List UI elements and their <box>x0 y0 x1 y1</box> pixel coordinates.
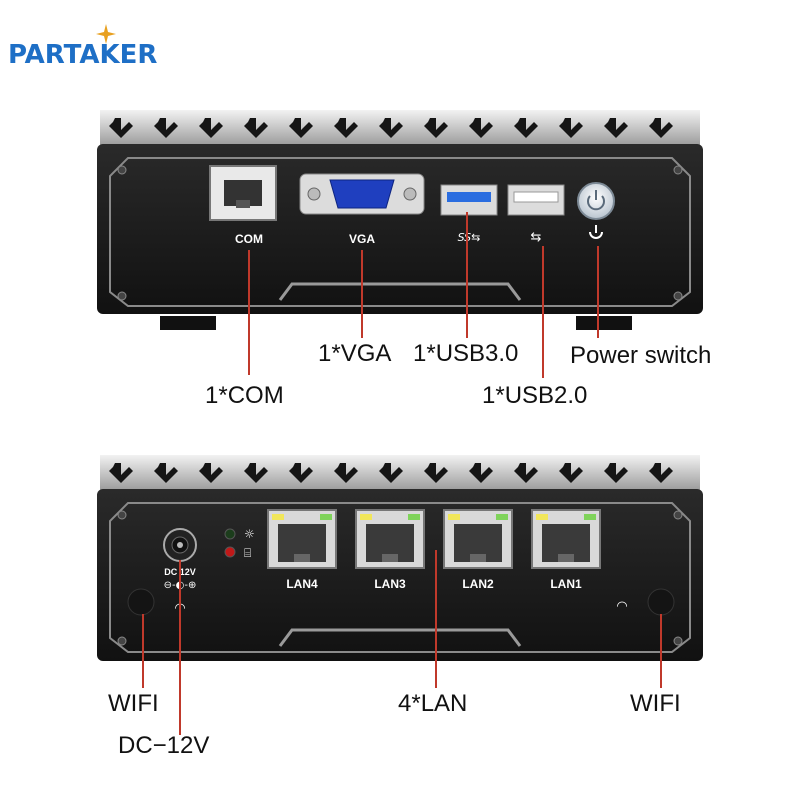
callout-wifi-left: WIFI <box>108 690 159 717</box>
power-led-icon: ☼ <box>244 527 255 541</box>
lan-led <box>536 514 548 520</box>
com-port-label: COM <box>235 232 263 246</box>
heatsink-fins <box>109 118 673 138</box>
usb2-port: ⇆ <box>507 184 565 245</box>
wifi-icon-right: ◠ <box>616 599 627 614</box>
callout-usb3: 1*USB3.0 <box>413 340 519 367</box>
lan-port: LAN4 <box>267 509 337 591</box>
usb3-port: SS⇆ <box>440 184 498 244</box>
power-icon <box>589 225 603 239</box>
lan-led <box>584 514 596 520</box>
front-panel: COM VGA SS⇆ ⇆ <box>97 110 703 378</box>
vga-port-label: VGA <box>349 232 375 246</box>
callout-vga: 1*VGA <box>318 340 392 367</box>
callout-com: 1*COM <box>205 382 284 409</box>
brand-logo: PARTAKER <box>8 24 158 80</box>
hdd-led-icon: ⌸ <box>244 546 251 560</box>
callout-usb2: 1*USB2.0 <box>482 382 588 409</box>
callout-lan: 4*LAN <box>398 690 468 717</box>
callout-wifi-right: WIFI <box>630 690 681 717</box>
lan-port: LAN3 <box>355 509 425 591</box>
status-leds: ☼ ⌸ <box>224 527 255 560</box>
lan-port-label: LAN4 <box>286 577 318 591</box>
lan-ports: LAN4 LAN3 LAN2 LAN1 <box>267 509 601 591</box>
callout-power-switch: Power switch <box>570 342 712 369</box>
com-port: COM <box>209 165 277 246</box>
heatsink-fins-back <box>109 463 673 483</box>
front-callout-lines <box>248 212 599 378</box>
usb-icon: ⇆ <box>531 230 542 245</box>
logo-text: PARTAKER <box>8 40 158 70</box>
lan-led <box>496 514 508 520</box>
lan-led <box>408 514 420 520</box>
vga-port: VGA <box>299 173 425 246</box>
lan-port: LAN1 <box>531 509 601 591</box>
callout-dc: DC−12V <box>118 732 210 759</box>
lan-port-label: LAN1 <box>550 577 582 591</box>
lan-led <box>360 514 372 520</box>
wifi-antenna-right <box>647 588 675 616</box>
lan-port: LAN2 <box>443 509 513 591</box>
star-icon <box>96 24 116 44</box>
lan-port-label: LAN3 <box>374 577 406 591</box>
wifi-antenna-left <box>127 588 155 616</box>
power-button <box>577 182 615 239</box>
ss-usb-icon: SS⇆ <box>458 231 481 244</box>
lan-port-label: LAN2 <box>462 577 494 591</box>
lan-led <box>272 514 284 520</box>
lan-led <box>320 514 332 520</box>
back-callout-lines <box>142 550 662 735</box>
lan-led <box>448 514 460 520</box>
